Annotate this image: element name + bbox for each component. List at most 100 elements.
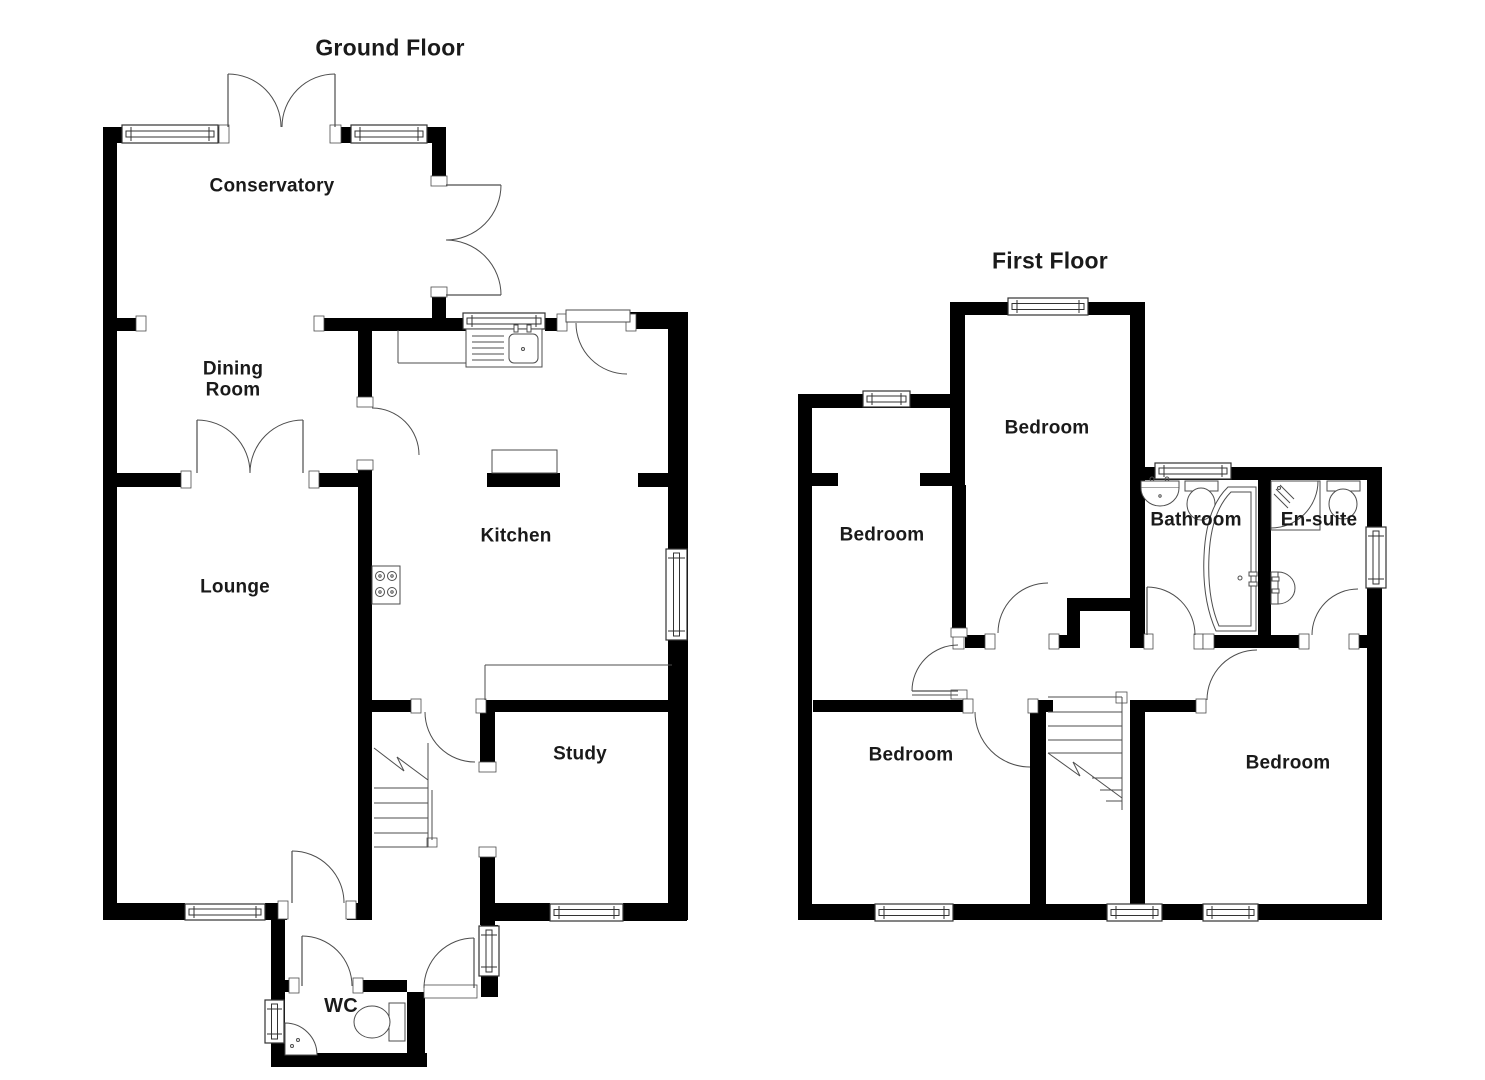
- wall: [271, 917, 285, 1067]
- room-label-bedroom-left: Bedroom: [839, 524, 925, 546]
- wall: [813, 700, 967, 712]
- door-swing-arc: [371, 407, 420, 456]
- wall: [952, 485, 966, 637]
- door-jamb: [1143, 633, 1154, 650]
- kitchen-sink: [508, 333, 539, 364]
- door-swing-arc: [1311, 588, 1359, 636]
- wall: [358, 328, 372, 405]
- door-jamb: [423, 984, 478, 999]
- door-swing-arc: [445, 184, 502, 241]
- wall: [432, 143, 446, 183]
- wall: [812, 473, 838, 486]
- door-jamb: [180, 470, 192, 489]
- window-sash: [866, 395, 907, 403]
- bathroom-sink: [1158, 494, 1162, 498]
- bath: [1248, 581, 1258, 587]
- hob: [378, 590, 382, 594]
- wall: [1030, 700, 1046, 920]
- door-jamb: [277, 900, 289, 920]
- wall: [480, 712, 495, 770]
- door-jamb: [329, 124, 342, 144]
- room-label-wc: WC: [324, 995, 358, 1018]
- window-sash: [271, 1003, 278, 1040]
- wall: [623, 903, 687, 921]
- window-sash: [1158, 467, 1228, 475]
- door-jamb: [135, 315, 147, 332]
- room-label-study: Study: [553, 743, 607, 765]
- door-jamb: [1027, 698, 1039, 714]
- wall: [427, 127, 446, 143]
- island-counter: [491, 449, 558, 474]
- door-swing-arc: [575, 322, 628, 375]
- wall: [480, 903, 550, 921]
- door-jamb: [950, 627, 968, 638]
- wall: [1162, 904, 1203, 920]
- door-swing-arc: [291, 850, 345, 904]
- wall: [1195, 635, 1308, 648]
- door-swing-arc: [301, 935, 353, 987]
- door-swing-arc: [281, 73, 336, 128]
- hob: [390, 590, 394, 594]
- door-jamb: [1195, 698, 1207, 714]
- window-sash: [466, 317, 542, 325]
- kitchen-sink: [521, 347, 525, 351]
- shower: [1277, 486, 1281, 490]
- room-label-dining-room: Dining Room: [202, 358, 264, 400]
- plan-line: [1072, 761, 1081, 777]
- wall: [407, 992, 425, 1067]
- window-sash: [553, 909, 620, 916]
- door-jamb: [410, 698, 422, 714]
- plan-line: [1047, 752, 1081, 777]
- kitchen-sink: [513, 324, 519, 333]
- door-jamb: [478, 761, 497, 773]
- door-jamb: [1193, 633, 1204, 650]
- door-swing-arc: [974, 711, 1031, 768]
- door-jamb: [356, 459, 374, 471]
- hob: [371, 565, 401, 605]
- door-jamb: [218, 124, 230, 144]
- room-label-lounge: Lounge: [200, 576, 270, 598]
- door-jamb: [288, 977, 300, 994]
- door-swing-arc: [997, 582, 1049, 634]
- room-label-bedroom-bottom-left: Bedroom: [868, 744, 954, 766]
- room-label-bathroom: Bathroom: [1150, 509, 1242, 531]
- bathroom-sink: [1149, 476, 1155, 482]
- door-jamb: [1202, 633, 1215, 650]
- wall: [103, 127, 117, 917]
- door-jamb: [1048, 633, 1060, 650]
- window-sash: [125, 130, 215, 138]
- wall: [103, 473, 190, 487]
- door-jamb: [430, 286, 448, 298]
- shower: [1275, 488, 1291, 504]
- room-label-conservatory: Conservatory: [209, 175, 335, 197]
- room-label-kitchen: Kitchen: [480, 525, 552, 547]
- plan-line: [1072, 761, 1123, 799]
- hob: [390, 574, 394, 578]
- window-sash: [188, 908, 262, 916]
- door-swing-arc: [227, 73, 282, 128]
- wall: [1130, 700, 1145, 920]
- ground-floor-title: Ground Floor: [315, 34, 465, 61]
- wc-toilet: [353, 1005, 391, 1039]
- window-sash: [1206, 909, 1255, 916]
- door-swing-arc: [423, 937, 475, 989]
- door-jamb: [962, 698, 974, 714]
- window-sash: [878, 909, 950, 916]
- door-jamb: [1298, 633, 1310, 650]
- bathroom-sink: [1164, 476, 1170, 482]
- wall: [1067, 598, 1143, 611]
- bath: [1248, 571, 1258, 577]
- window-sash: [1011, 303, 1085, 310]
- door-jamb: [1348, 633, 1360, 650]
- shower: [1273, 493, 1289, 509]
- wall: [358, 463, 372, 920]
- hob: [375, 587, 385, 597]
- door-jamb: [984, 633, 996, 650]
- wc-corner-basin: [284, 1022, 318, 1056]
- window-sash: [1372, 530, 1380, 585]
- window-sash: [673, 552, 680, 637]
- door-jamb: [475, 698, 487, 714]
- ensuite-sink: [1271, 588, 1280, 594]
